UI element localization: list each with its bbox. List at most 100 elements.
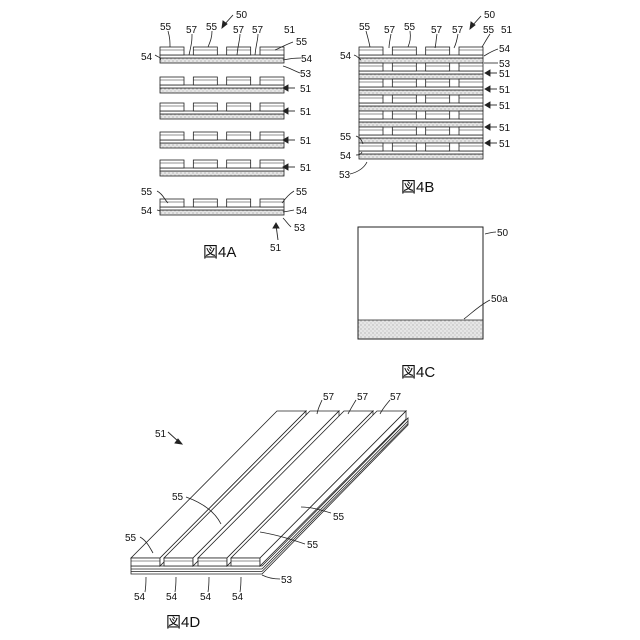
fig4a-label-50: 50 (236, 10, 248, 21)
fig4a-base-film (160, 207, 284, 210)
fig4d-label-55: 55 (333, 512, 345, 523)
fig4b-base-film (359, 71, 483, 74)
fig4a-label-54: 54 (141, 206, 153, 217)
fig4d-label-53: 53 (281, 575, 293, 586)
fig4a-base-film (160, 55, 284, 58)
fig4a-layer (160, 47, 284, 63)
fig4d-arrows (168, 432, 182, 444)
fig4b-layer (359, 63, 483, 79)
figure-4d: 51 57 57 57 55 55 55 55 54 54 54 54 53 図… (125, 392, 408, 631)
fig4a-label-53: 53 (294, 223, 306, 234)
fig4a-label-57: 57 (233, 25, 245, 36)
fig4a-label-51: 51 (300, 107, 312, 118)
fig4a-label-51: 51 (300, 163, 312, 174)
fig4a-label-55: 55 (296, 187, 308, 198)
figure-4a: 55 57 55 57 50 57 51 55 54 53 54 51 51 5… (141, 10, 313, 261)
fig4b-strip (359, 111, 383, 119)
fig4b-strip (359, 127, 383, 135)
fig4b-caption: 図4B (401, 179, 434, 196)
fig4c-label-50a: 50a (491, 294, 508, 305)
fig4a-label-51: 51 (270, 243, 282, 254)
fig4b-strip (392, 127, 416, 135)
fig4a-strip (227, 199, 251, 207)
fig4d-label-57: 57 (390, 392, 402, 403)
fig4a-strip (160, 47, 184, 55)
fig4a-strip (260, 199, 284, 207)
fig4b-substrate (359, 58, 483, 63)
fig4a-label-57: 57 (186, 25, 198, 36)
fig4b-label-54: 54 (340, 51, 352, 62)
fig4a-strip (193, 77, 217, 85)
fig4d-label-55: 55 (125, 533, 137, 544)
fig4b-label-57: 57 (431, 25, 443, 36)
fig4c-leader-lines (464, 232, 496, 319)
fig4d-strip-front (231, 558, 260, 566)
fig4b-label-51: 51 (499, 139, 511, 150)
fig4b-strip (459, 111, 483, 119)
fig4b-label-51: 51 (499, 69, 511, 80)
fig4b-strip (459, 63, 483, 71)
fig4a-label-54: 54 (296, 206, 308, 217)
fig4b-base-film (359, 119, 483, 122)
fig4a-strip (227, 160, 251, 168)
fig4a-strip (193, 103, 217, 111)
fig4a-strip (160, 103, 184, 111)
fig4a-strip (193, 47, 217, 55)
fig4b-substrate (359, 90, 483, 95)
fig4b-label-51: 51 (499, 101, 511, 112)
fig4b-layer (359, 47, 483, 63)
fig4a-label-54: 54 (141, 52, 153, 63)
fig4b-substrate (359, 154, 483, 159)
fig4a-strip (260, 160, 284, 168)
fig4b-label-54: 54 (499, 44, 511, 55)
fig4a-label-53: 53 (300, 69, 312, 80)
fig4a-strip (260, 77, 284, 85)
fig4b-strip (459, 143, 483, 151)
fig4b-label-54: 54 (340, 151, 352, 162)
fig4a-label-54: 54 (301, 54, 313, 65)
fig4a-label-55: 55 (141, 187, 153, 198)
fig4d-strips (131, 411, 406, 566)
fig4a-base-film (160, 111, 284, 114)
fig4c-label-50: 50 (497, 228, 509, 239)
fig4d-label-57: 57 (357, 392, 369, 403)
fig4a-strip (160, 132, 184, 140)
fig4a-label-51: 51 (300, 84, 312, 95)
figure-4c: 50 50a 図4C (358, 227, 509, 381)
fig4b-strip (392, 143, 416, 151)
fig4b-label-57: 57 (452, 25, 464, 36)
fig4b-label-57: 57 (384, 25, 396, 36)
fig4a-base-film (160, 140, 284, 143)
fig4a-substrate (160, 58, 284, 63)
fig4a-layer (160, 132, 284, 148)
fig4a-strip (260, 103, 284, 111)
fig4b-layer (359, 127, 483, 143)
fig4a-layer (160, 77, 284, 93)
fig4b-strip (459, 47, 483, 55)
fig4d-strip-front (198, 558, 227, 566)
fig4a-base-film (160, 168, 284, 171)
fig4b-strip (359, 79, 383, 87)
fig4a-layer (160, 199, 284, 215)
fig4b-strip (359, 63, 383, 71)
fig4b-label-55: 55 (340, 132, 352, 143)
fig4d-caption: 図4D (166, 614, 200, 631)
fig4a-label-51: 51 (300, 136, 312, 147)
fig4b-label-55: 55 (483, 25, 495, 36)
fig4b-strip (426, 111, 450, 119)
fig4b-base-film (359, 151, 483, 154)
fig4a-strip (193, 160, 217, 168)
fig4b-strip (392, 95, 416, 103)
fig4a-label-55: 55 (296, 37, 308, 48)
fig4d-label-54: 54 (200, 592, 212, 603)
fig4b-label-55: 55 (359, 22, 371, 33)
fig4a-strip (160, 77, 184, 85)
fig4a-label-57: 57 (252, 25, 264, 36)
fig4a-label-51: 51 (284, 25, 296, 36)
fig4a-label-55: 55 (206, 22, 218, 33)
fig4b-strip (392, 111, 416, 119)
fig4a-strip (260, 132, 284, 140)
fig4d-label-55: 55 (307, 540, 319, 551)
fig4a-caption: 図4A (203, 244, 236, 261)
